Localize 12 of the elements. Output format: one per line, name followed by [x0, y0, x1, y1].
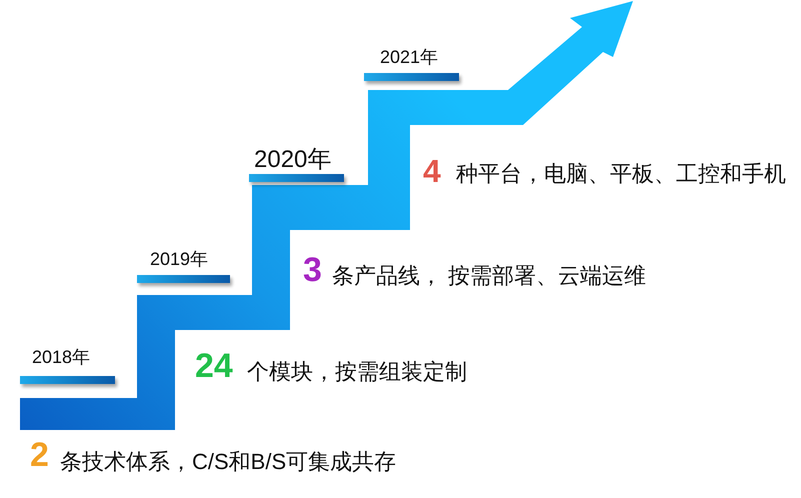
highlight-number: 4 [423, 155, 441, 187]
year-label: 2020年 [254, 148, 332, 172]
highlight-number: 24 [195, 349, 233, 383]
feature-description: 个模块，按需组装定制 [247, 361, 467, 383]
highlight-number: 3 [303, 253, 322, 287]
feature-description: 条技术体系，C/S和B/S可集成共存 [60, 451, 396, 473]
feature-description: 条产品线， 按需部署、云端运维 [332, 265, 646, 287]
feature-description: 种平台，电脑、平板、工控和手机 [456, 163, 786, 185]
year-label: 2019年 [150, 250, 208, 268]
year-label: 2018年 [32, 348, 90, 366]
year-label: 2021年 [380, 48, 438, 66]
highlight-number: 2 [30, 438, 49, 472]
